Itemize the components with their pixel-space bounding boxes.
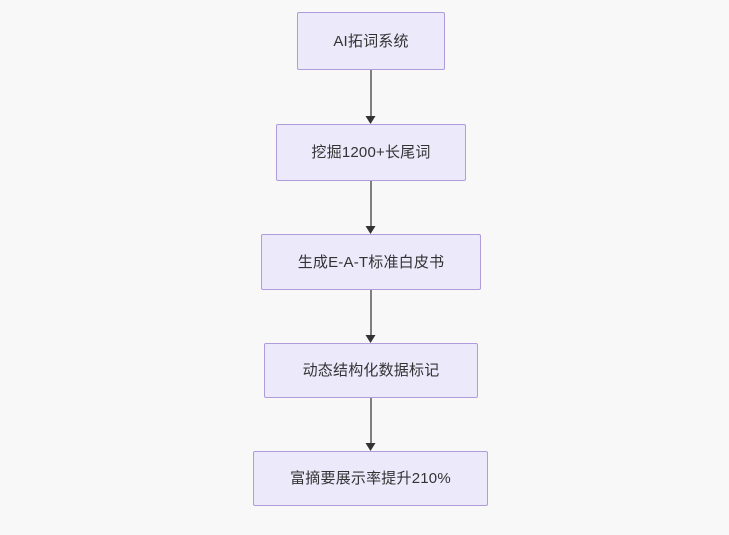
flow-node-rich-snippet-impression-uplift[interactable]: 富摘要展示率提升210% [253,451,488,506]
edge-line [370,181,372,226]
flow-node-label: 挖掘1200+长尾词 [311,144,431,161]
flow-node-label: 富摘要展示率提升210% [290,470,451,487]
flow-node-label: AI拓词系统 [333,32,409,50]
edge-line [370,398,372,443]
flow-node-label: 动态结构化数据标记 [302,362,440,379]
flow-node-ai-keyword-system[interactable]: AI拓词系统 [297,12,445,70]
flow-node-mine-longtail-keywords[interactable]: 挖掘1200+长尾词 [276,124,466,181]
arrow-down-icon [365,443,376,451]
flow-node-generate-eat-whitepaper[interactable]: 生成E-A-T标准白皮书 [261,234,481,290]
arrow-down-icon [365,226,376,234]
arrow-down-icon [365,335,376,343]
edge-line [370,290,372,335]
edge-line [370,70,372,116]
flow-node-label: 生成E-A-T标准白皮书 [297,253,445,271]
flow-node-dynamic-structured-data-markup[interactable]: 动态结构化数据标记 [264,343,478,398]
arrow-down-icon [365,116,376,124]
